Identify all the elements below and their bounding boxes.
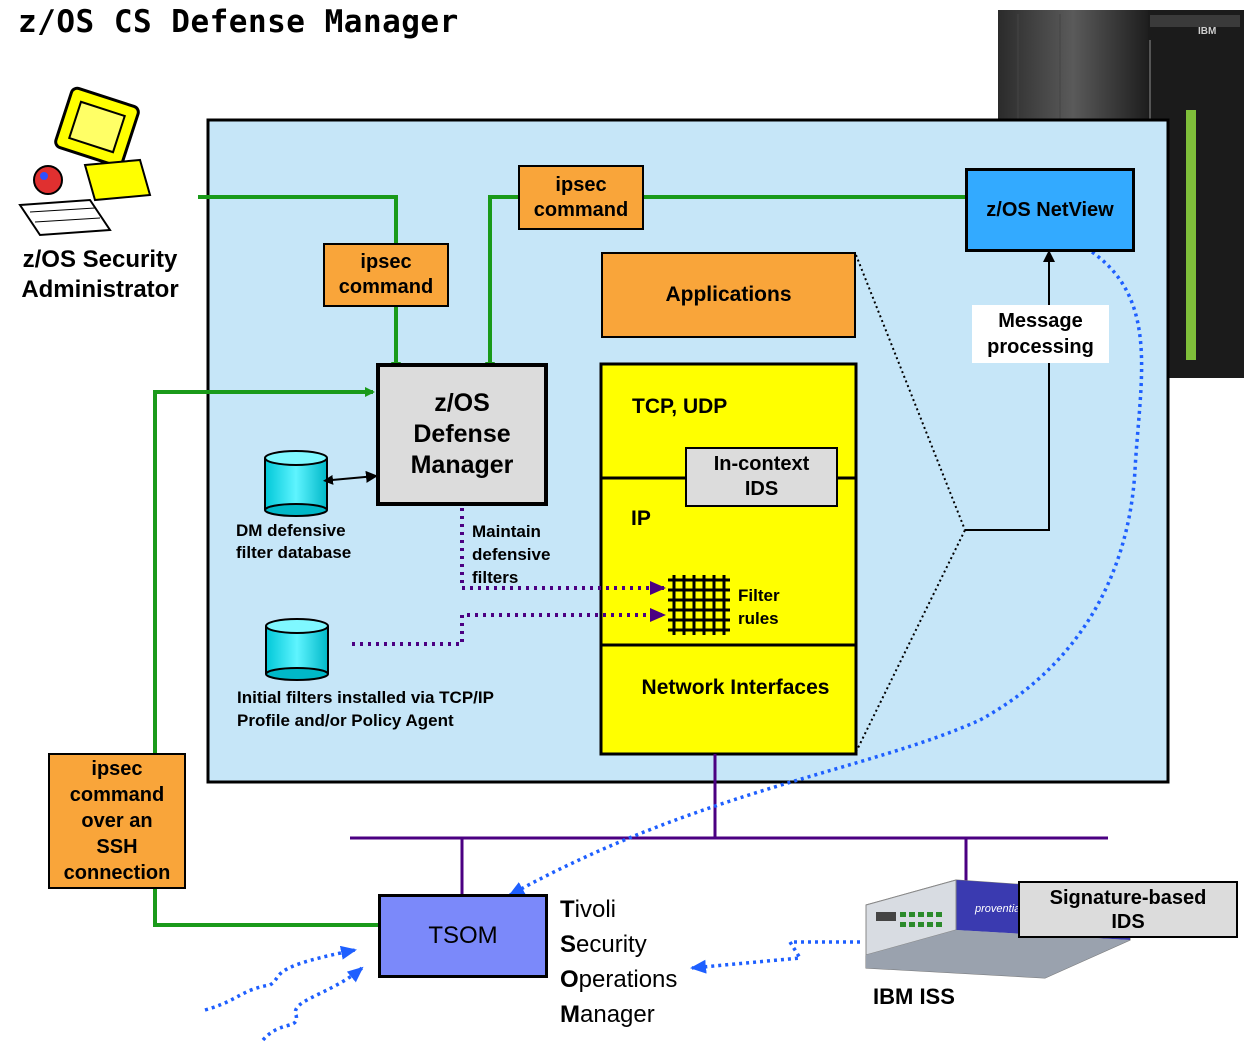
dm-db-line2: filter database [236, 543, 352, 562]
ids-line1: In-context [713, 453, 810, 475]
maintain-line1: Maintain [472, 522, 541, 541]
ipsec-ssh-line3: over an [81, 810, 153, 832]
security-rest: ecurity [576, 931, 647, 958]
tsom-expansion-line-4: Manager [560, 997, 677, 1032]
ibm-iss-label: IBM ISS [873, 984, 955, 1009]
tsom-expansion-line-1: Tivoli [560, 892, 677, 927]
message-processing-line1: Message [998, 310, 1083, 332]
external-dotted-arrow-1 [204, 945, 357, 1012]
ipsec-command-box-left: ipsec command [323, 243, 449, 307]
defense-manager-line1: z/OS [434, 389, 490, 417]
operations-rest: perations [578, 966, 678, 993]
administrator-icon [18, 86, 152, 237]
dm-filter-database-label: DM defensive filter database [236, 520, 351, 564]
initial-filters-line1: Initial filters installed via TCP/IP [237, 688, 494, 707]
admin-command-line [198, 195, 401, 372]
operations-initial: O [560, 966, 579, 993]
ipsec-top-line1: ipsec [555, 173, 607, 196]
filter-rules-grid-icon [668, 575, 730, 635]
page-title: z/OS CS Defense Manager [18, 4, 459, 40]
stack-bottom-dotted-line [855, 529, 966, 753]
sigids-line1: Signature-based [1049, 886, 1207, 909]
defense-manager-line3: Manager [410, 451, 514, 479]
maintain-line2: defensive [472, 545, 551, 564]
ipsec-top-line2: command [533, 198, 629, 221]
tivoli-rest: ivoli [574, 896, 617, 923]
netview-box: z/OS NetView [965, 168, 1135, 252]
netview-command-line [485, 195, 965, 372]
stack-top-dotted-line [855, 254, 966, 531]
ipsec-ssh-box: ipsec command over an SSH connection [48, 753, 186, 889]
tsom-expansion-line-2: Security [560, 927, 677, 962]
mainframe-badge-text: IBM [1198, 26, 1216, 37]
ipsec-left-line1: ipsec [360, 251, 412, 273]
tivoli-initial: T [560, 896, 575, 923]
defense-manager-line2: Defense [413, 420, 511, 448]
administrator-label-line2: Administrator [21, 276, 179, 303]
initial-filters-label: Initial filters installed via TCP/IP Pro… [237, 686, 494, 732]
ipsec-ssh-line2: command [69, 784, 165, 806]
network-stack [599, 362, 858, 756]
external-dotted-arrow-2 [261, 966, 364, 1042]
message-processing-line2: processing [987, 336, 1094, 358]
ipsec-ssh-line4: SSH [96, 836, 138, 858]
manager-rest: anager [580, 1001, 655, 1028]
ipsec-ssh-line1: ipsec [91, 758, 143, 780]
ipsec-left-line2: command [338, 276, 434, 298]
tcp-udp-label: TCP, UDP [632, 395, 728, 418]
dm-db-line1: DM defensive [236, 521, 346, 540]
administrator-label-line1: z/OS Security [22, 246, 178, 273]
tsom-box: TSOM [378, 894, 548, 978]
filter-rules-line2: rules [738, 609, 779, 628]
tsom-expansion: Tivoli Security Operations Manager [560, 892, 677, 1032]
sigids-line2: IDS [1111, 910, 1145, 933]
tsom-expansion-line-3: Operations [560, 962, 677, 997]
security-initial: S [560, 931, 577, 958]
initial-filters-line2: Profile and/or Policy Agent [237, 711, 454, 730]
ip-label: IP [631, 507, 651, 530]
applications-box: Applications [601, 252, 856, 338]
maintain-filters-arrow [460, 508, 666, 595]
maintain-line3: filters [472, 568, 519, 587]
initial-filters-database-icon [265, 618, 329, 681]
defense-manager-box: z/OS Defense Manager [376, 363, 548, 506]
network-interfaces-label: Network Interfaces [641, 676, 830, 699]
maintain-filters-label: Maintain defensive filters [472, 520, 550, 589]
filter-rules-label: Filter rules [738, 584, 780, 630]
netview-tsom-dotted-arrow [508, 250, 1144, 897]
administrator-label: z/OS Security Administrator [5, 245, 195, 305]
ssh-command-line [153, 387, 380, 927]
dm-filter-database-icon [264, 450, 328, 517]
ipsec-ssh-line5: connection [63, 862, 171, 884]
iss-to-tsom-dotted-arrow [690, 940, 860, 974]
initial-filters-arrow [352, 608, 666, 646]
manager-initial: M [560, 1001, 580, 1028]
database-link-arrow [323, 470, 378, 485]
filter-rules-line1: Filter [738, 586, 780, 605]
ids-line2: IDS [744, 478, 779, 500]
message-processing-label: Message processing [972, 305, 1109, 363]
